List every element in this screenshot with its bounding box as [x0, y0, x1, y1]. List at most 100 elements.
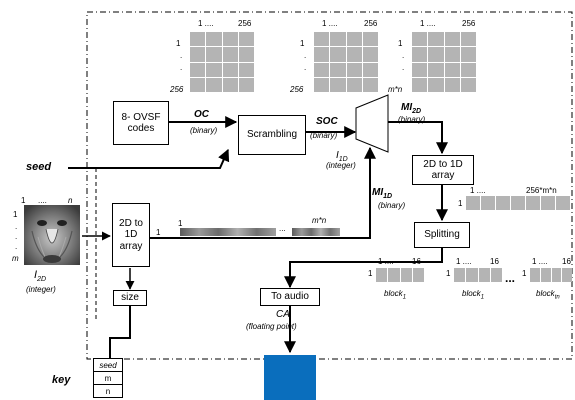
matrix-mi-dot-2: .	[402, 63, 405, 72]
key-item-n: n	[93, 384, 123, 398]
ca-label: CA	[276, 309, 290, 320]
i1d-sub: (integer)	[326, 161, 356, 170]
matrix-oc-col-start: 1 ....	[198, 19, 214, 28]
arrow-mixer-to-2d1d	[388, 121, 448, 155]
key-item-seed: seed	[93, 358, 123, 372]
i2d-label: I2D	[34, 269, 47, 284]
matrix-oc-row-end: 256	[170, 85, 184, 94]
i1d-label: I1D	[336, 150, 348, 164]
block-2-grid	[454, 268, 502, 282]
mi2d-label-main: MI	[401, 102, 413, 113]
block-3-grid	[530, 268, 572, 282]
ca-sub: (floating point)	[246, 322, 297, 331]
mi2d-sub: (binary)	[398, 115, 426, 124]
key-label: key	[52, 374, 71, 386]
block-3-col-end: 16	[562, 257, 571, 266]
strip-end: m*n	[312, 216, 327, 225]
arrow-splitting-to-audio	[284, 248, 443, 289]
input-image	[24, 205, 80, 265]
matrix-soc-grid	[314, 32, 378, 92]
key-item-seed-text: seed	[99, 360, 117, 370]
matrix-oc-row-start: 1	[176, 39, 181, 48]
block-1-label-index: 1	[402, 294, 407, 301]
scrambling-box: Scrambling	[238, 115, 306, 155]
to-audio-text: To audio	[271, 291, 309, 303]
block-dots: ...	[505, 271, 516, 285]
block-1-row: 1	[368, 269, 373, 278]
block-3-label: blocktn	[536, 290, 560, 301]
block-2-row: 1	[446, 269, 451, 278]
matrix-soc-col-start: 1 ....	[322, 19, 338, 28]
arrow-strip-to-mixer	[150, 146, 376, 239]
pixel-strip	[180, 228, 340, 236]
block-1-col-end: 16	[412, 257, 421, 266]
vec-col-end: 256*m*n	[526, 186, 557, 195]
size-text: size	[121, 292, 139, 304]
scrambling-text: Scrambling	[246, 129, 298, 141]
image-col-start: 1	[21, 196, 26, 205]
block-1-label: block1	[384, 290, 406, 301]
cipher-audio-block	[264, 355, 316, 400]
right-2d-to-1d-box: 2D to 1D array	[412, 155, 474, 185]
image-row-dot-2: .	[15, 232, 18, 241]
image-col-end: n	[68, 196, 73, 205]
block-2-col-start: 1 ....	[456, 257, 472, 266]
seed-label: seed	[26, 161, 52, 173]
block-3-label-index: tn	[554, 294, 560, 301]
i1d-label-sub: 1D	[338, 156, 348, 163]
matrix-oc-dot-2: .	[180, 63, 183, 72]
key-item-n-text: n	[105, 386, 111, 396]
left-2d-to-1d-text: 2D to 1D array	[119, 217, 143, 252]
size-box: size	[113, 290, 147, 306]
left-2d-to-1d-box: 2D to 1D array	[112, 203, 150, 267]
matrix-mi-row-start: 1	[398, 39, 403, 48]
matrix-soc-row-start: 1	[300, 39, 305, 48]
vector-grid	[466, 196, 570, 210]
matrix-soc-col-end: 256	[364, 19, 378, 28]
soc-sub: (binary)	[310, 131, 338, 140]
image-row-end: m	[12, 254, 19, 263]
strip-dots: ...	[278, 224, 287, 233]
oc-sub: (binary)	[190, 126, 218, 135]
matrix-mi-dot-1: .	[402, 51, 405, 60]
splitting-text: Splitting	[424, 229, 460, 241]
matrix-mi-col-end: 256	[462, 19, 476, 28]
block-2-label: block1	[462, 290, 484, 301]
i2d-sub: (integer)	[26, 285, 56, 294]
i2d-label-sub: 2D	[37, 276, 47, 284]
matrix-soc-row-end: 256	[290, 85, 304, 94]
i2d-label-main: I	[34, 269, 38, 281]
mi2d-label-sub: 2D	[412, 108, 422, 115]
ovsf-codes-box: 8- OVSF codes	[113, 101, 169, 145]
block-1-grid	[376, 268, 424, 282]
key-item-m-text: m	[104, 373, 112, 383]
strip-row-start: 1	[156, 228, 161, 237]
block-1-col-start: 1 ....	[378, 257, 394, 266]
key-item-m: m	[93, 371, 123, 385]
mi2d-label: MI2D	[401, 102, 422, 116]
image-row-dot-3: .	[15, 242, 18, 251]
soc-label: SOC	[316, 116, 338, 127]
block-3-col-start: 1 ....	[532, 257, 548, 266]
image-col-dots: ....	[38, 196, 47, 205]
matrix-mi-grid	[412, 32, 476, 92]
arrow-seed-to-scrambling	[68, 148, 230, 169]
splitting-box: Splitting	[414, 222, 470, 248]
strip-col-start: 1	[178, 219, 183, 228]
mi1d-label: MI1D	[372, 187, 393, 201]
mi1d-label-main: MI	[372, 187, 384, 198]
block-3-row: 1	[522, 269, 527, 278]
block-2-col-end: 16	[490, 257, 499, 266]
oc-label: OC	[194, 109, 209, 120]
right-2d-to-1d-text: 2D to 1D array	[423, 158, 463, 182]
to-audio-box: To audio	[260, 288, 320, 306]
image-row-start: 1	[13, 210, 18, 219]
matrix-mi-col-start: 1 ....	[420, 19, 436, 28]
block-3-label-main: block	[536, 289, 555, 298]
i1d-label-main: I	[336, 150, 339, 161]
mi1d-label-sub: 1D	[383, 193, 393, 200]
matrix-oc-col-end: 256	[238, 19, 252, 28]
block-2-label-index: 1	[480, 294, 485, 301]
matrix-oc-grid	[190, 32, 254, 92]
